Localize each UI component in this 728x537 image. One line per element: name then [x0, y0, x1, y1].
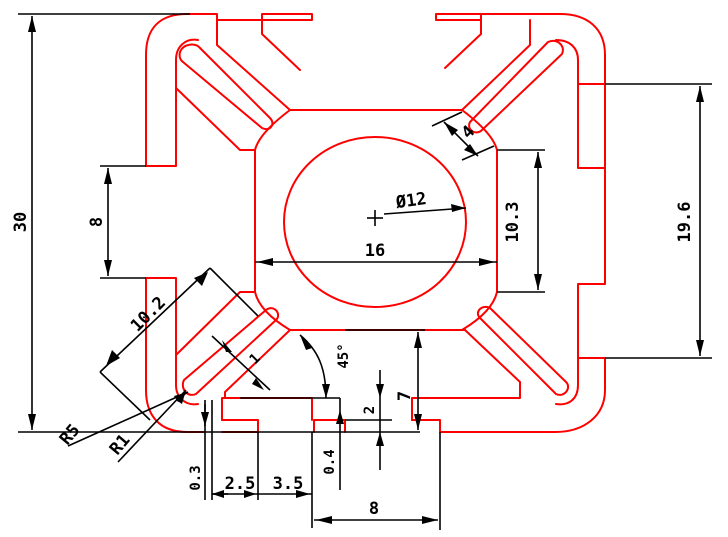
label-slot-opening-left: 8: [87, 217, 107, 227]
aluminium-profile-outline: [145, 13, 606, 433]
label-lip-gap-0-3: 0.3: [188, 465, 204, 490]
label-slot-outer-height: 19.6: [675, 202, 695, 243]
top-slot: [216, 19, 531, 111]
label-chamfer-r5: R5: [56, 421, 84, 450]
corner-inner-bottom-right: [555, 357, 579, 406]
label-lip-height-2: 2: [362, 406, 378, 414]
label-fillet-r1: R1: [106, 431, 134, 460]
label-center-width: 16: [365, 241, 385, 261]
dimension-lines: [18, 13, 712, 530]
label-slot-inner-width: 10.3: [503, 202, 523, 243]
groove-bottom-right: [476, 306, 570, 396]
label-slot-depth: 10.2: [127, 293, 170, 336]
label-bottom-width-8: 8: [369, 499, 379, 519]
label-overall-height: 30: [11, 212, 31, 232]
label-lip-height-7: 7: [395, 391, 415, 401]
label-angle-45: 45°: [336, 343, 352, 368]
groove-top-right: [468, 39, 564, 134]
left-slot-opening: [145, 87, 256, 356]
corner-inner-top-left: [175, 38, 199, 89]
center-mark: [367, 210, 383, 226]
groove-top-left: [178, 43, 274, 130]
groove-bottom-left: [181, 307, 280, 396]
label-lip-3-5: 3.5: [273, 474, 304, 494]
inner-body-walls: [254, 109, 498, 331]
center-bore: [283, 136, 467, 308]
label-wall-1: 1: [247, 351, 264, 368]
label-diameter: Ø12: [394, 189, 428, 213]
corner-inner-top-right: [555, 39, 579, 85]
dimension-labels: 30 8 10.2 R5 R1 1 45° Ø12 16 10.3 19.6 4…: [11, 122, 695, 519]
label-lip-0-4: 0.4: [322, 449, 338, 474]
bottom-slot: [221, 329, 521, 421]
label-lip-2-5: 2.5: [225, 474, 256, 494]
